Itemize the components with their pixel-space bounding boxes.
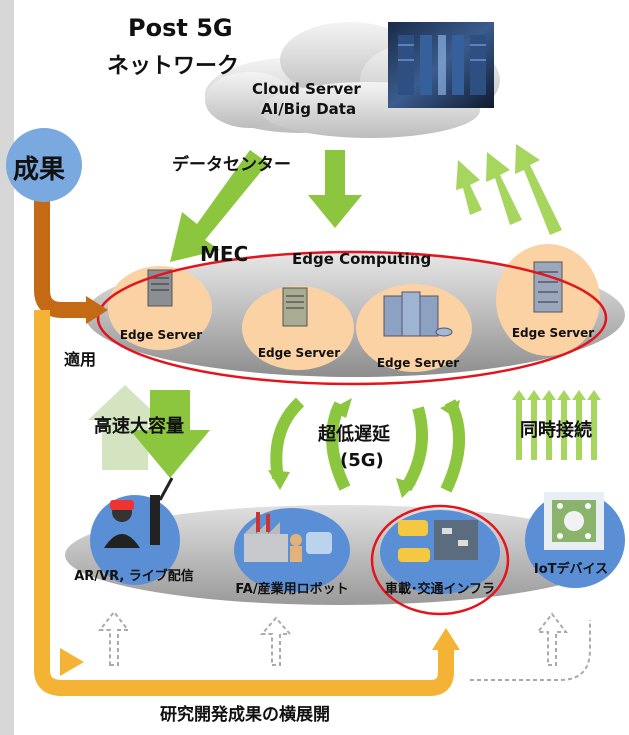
cloud-label-line2: AI/Big Data bbox=[261, 100, 357, 118]
device-label-fa-robot: FA/産業用ロボット bbox=[235, 582, 349, 597]
capacity-arrows bbox=[88, 385, 210, 478]
downlink-arrows bbox=[170, 150, 362, 262]
outcome-badge-label: 成果 bbox=[13, 155, 66, 185]
mec-title: MEC bbox=[200, 242, 249, 266]
car-traffic-icon bbox=[398, 520, 478, 562]
mec-plate bbox=[85, 253, 625, 377]
simultaneous-arrows bbox=[512, 390, 601, 460]
device-label-vehicle: 車載･交通インフラ bbox=[384, 582, 496, 597]
server-icon-4 bbox=[533, 261, 563, 313]
outcome-apply-arrow bbox=[34, 195, 108, 324]
latency-label: 超低遅延 bbox=[318, 424, 390, 445]
datacenter-label: データセンター bbox=[172, 155, 291, 175]
dashed-up-arrows bbox=[97, 610, 591, 681]
edge-server-label-4: Edge Server bbox=[511, 326, 595, 340]
edge-server-label-2: Edge Server bbox=[257, 346, 341, 360]
mec-subtitle: Edge Computing bbox=[292, 250, 432, 268]
left-strip bbox=[0, 0, 14, 735]
outcome-badge bbox=[6, 128, 82, 202]
latency-sub-label: (5G) bbox=[340, 450, 384, 471]
datacenter-photo-icon bbox=[388, 22, 494, 108]
latency-arrows bbox=[270, 397, 465, 493]
device-label-ar-vr: AR/VR, ライブ配信 bbox=[74, 569, 194, 584]
edge-server-label-3: Edge Server bbox=[376, 356, 460, 370]
edge-server-label-1: Edge Server bbox=[119, 328, 203, 342]
latency-arrowheads bbox=[268, 398, 460, 498]
cloud-label-line1: Cloud Server bbox=[252, 80, 361, 98]
apply-label: 適用 bbox=[64, 350, 97, 369]
vehicle-highlight-ring bbox=[370, 504, 510, 616]
title-line2: ネットワーク bbox=[107, 54, 240, 79]
mec-highlight-ring bbox=[96, 250, 608, 386]
outcome-spread-arrow bbox=[34, 310, 460, 696]
device-label-iot: IoTデバイス bbox=[533, 562, 609, 577]
vr-headset-icon bbox=[104, 477, 174, 548]
edge-server-bubbles bbox=[108, 244, 600, 372]
simultaneous-label: 同時接続 bbox=[520, 420, 592, 441]
server-icon-2 bbox=[282, 287, 308, 327]
iot-device-icon bbox=[544, 492, 604, 550]
server-icon-3 bbox=[383, 291, 453, 337]
bottom-label: 研究開発成果の横展開 bbox=[160, 705, 330, 725]
factory-robot-icon bbox=[244, 512, 332, 562]
title-line1: Post 5G bbox=[128, 14, 233, 42]
capacity-label: 高速大容量 bbox=[94, 416, 184, 437]
uplink-arrows bbox=[456, 144, 562, 235]
